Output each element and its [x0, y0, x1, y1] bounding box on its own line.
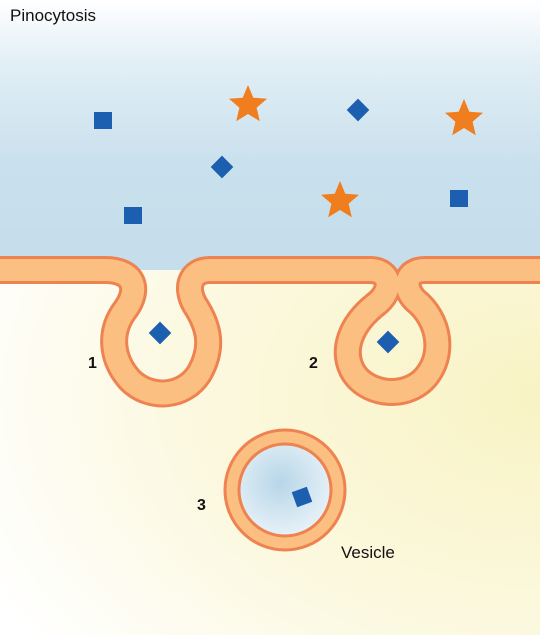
- solute-square-icon: [450, 190, 468, 207]
- step-label-2: 2: [309, 355, 318, 372]
- solute-square-icon: [124, 207, 142, 224]
- solute-star-icon: [445, 99, 483, 136]
- vesicle-label: Vesicle: [341, 543, 395, 562]
- extracellular-fluid: [0, 0, 540, 300]
- vesicle: [223, 428, 347, 552]
- step-label-3: 3: [197, 497, 206, 514]
- solute-star-icon: [321, 181, 359, 218]
- solute-square-icon: [94, 112, 112, 129]
- diagram-title: Pinocytosis: [10, 6, 96, 25]
- solute-square-icon: [291, 486, 313, 508]
- solute-star-icon: [229, 85, 267, 122]
- plasma-membrane: [0, 256, 540, 408]
- step-label-1: 1: [88, 355, 97, 372]
